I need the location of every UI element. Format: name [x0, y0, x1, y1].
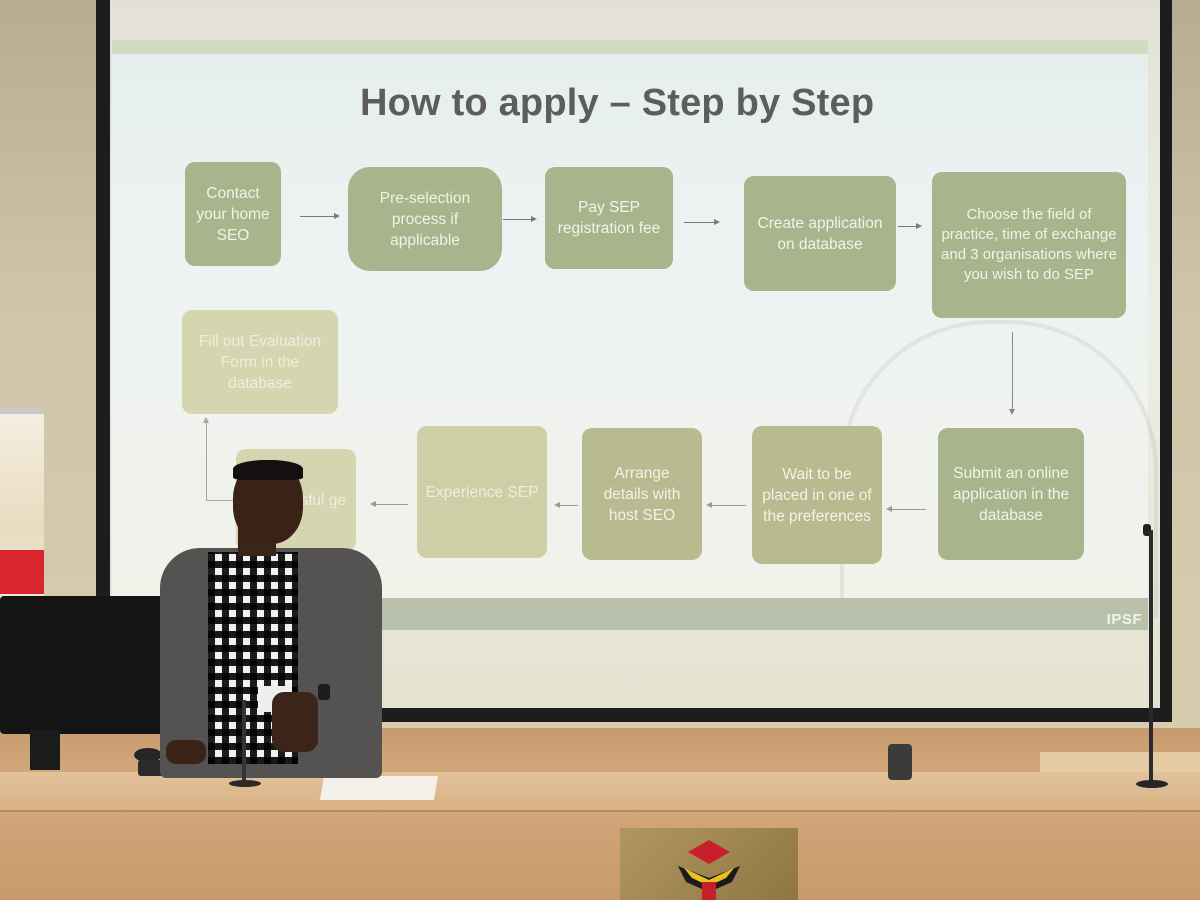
arrow-left-icon: [554, 502, 578, 508]
step-contact-home-seo: Contact your home SEO: [185, 162, 281, 266]
step-label: Choose the field of practice, time of ex…: [941, 206, 1117, 283]
step-wait-to-be-placed: Wait to be placed in one of the preferen…: [752, 426, 882, 564]
arrow-right-icon: [684, 219, 720, 225]
step-label: Fill out Evaluation Form in the database: [198, 332, 322, 392]
slide-title: How to apply – Step by Step: [360, 82, 875, 124]
step-submit-online-application: Submit an online application in the data…: [938, 428, 1084, 560]
step-experience-sep: Experience SEP: [417, 426, 547, 558]
desk-object: [888, 744, 912, 780]
step-label: ssful ge: [292, 491, 346, 509]
presenter-right-hand: [272, 692, 318, 752]
step-fill-evaluation-form: Fill out Evaluation Form in the database: [182, 310, 338, 414]
presenter-left-hand: [166, 740, 206, 764]
step-label: Submit an online application in the data…: [952, 464, 1070, 524]
microphone-base: [1136, 780, 1168, 788]
arrow-left-icon: [706, 502, 746, 508]
computer-monitor: [0, 596, 170, 734]
step-label: Pre-selection process if applicable: [379, 189, 471, 249]
paper-sheet: [319, 776, 439, 800]
arrow-right-icon: [898, 223, 922, 229]
step-label: Experience SEP: [425, 483, 539, 501]
arrow-down-icon: [1009, 332, 1015, 415]
step-pay-registration-fee: Pay SEP registration fee: [545, 167, 673, 269]
step-pre-selection: Pre-selection process if applicable: [348, 167, 502, 271]
presenter-hair: [233, 460, 303, 480]
step-choose-field: Choose the field of practice, time of ex…: [932, 172, 1126, 318]
step-label: Wait to be placed in one of the preferen…: [762, 465, 872, 525]
desk-top-surface: [0, 772, 1200, 812]
microphone-stand: [1149, 530, 1153, 786]
slide-footer-logo: IPSF: [1106, 611, 1142, 628]
arrow-left-icon: [886, 506, 926, 512]
arrow-up-icon: [203, 417, 209, 500]
side-banner-red-logo: [0, 550, 44, 594]
lectern-microphone-base: [229, 780, 261, 787]
arrow-left-icon: [370, 501, 408, 507]
computer-mouse: [134, 748, 162, 762]
step-label: Arrange details with host SEO: [603, 464, 681, 524]
step-arrange-details: Arrange details with host SEO: [582, 428, 702, 560]
step-label: Pay SEP registration fee: [557, 199, 661, 237]
step-label: Contact your home SEO: [196, 184, 270, 244]
step-label: Create application on database: [757, 214, 883, 253]
arrow-right-icon: [503, 216, 537, 222]
wrist-watch-icon: [318, 684, 330, 700]
presenter: [160, 460, 390, 778]
arrow-right-icon: [300, 213, 340, 219]
microphone-head-icon: [1143, 524, 1151, 536]
monitor-stand: [30, 730, 60, 770]
connector-line: [206, 500, 236, 501]
step-create-application: Create application on database: [744, 176, 896, 291]
university-crest-icon: [678, 840, 740, 900]
lectern-microphone: [242, 700, 246, 784]
